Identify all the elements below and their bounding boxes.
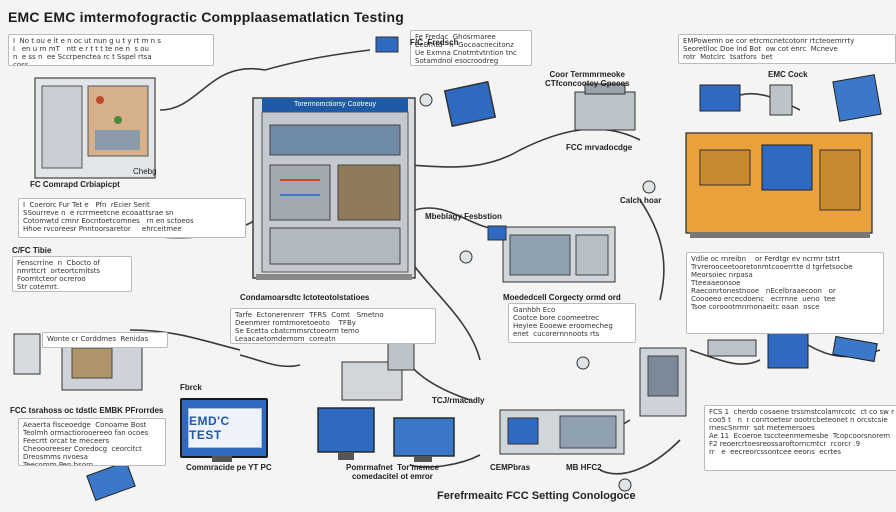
- press-device: [341, 339, 415, 401]
- central-test-chamber: [252, 97, 416, 280]
- caption-fc-compound: FC Comrapd Crbiapicpt: [30, 180, 120, 189]
- spectrum-analyzer: [499, 409, 625, 455]
- callout-left-box: Wonte cr Corddmes Renidas: [42, 332, 168, 348]
- central-box-header: Torermomctiorsy Cootreuy: [262, 98, 408, 112]
- top-right-devices: [699, 74, 882, 122]
- right-rack: [639, 327, 878, 417]
- small-test-box: [13, 333, 143, 391]
- monitor-group: [317, 407, 455, 462]
- caption-fc-fbrck: Fbrck: [180, 383, 202, 392]
- callout-center-mid: Tarfe Ectonerenrerr TFRS Comt Smetno Dee…: [230, 308, 436, 344]
- page-title: EMC EMC imtermofogractic Compplaasematla…: [8, 9, 404, 25]
- caption-mbfcc: MB HFC2: [566, 463, 602, 472]
- callout-top-right: EMPowemn oe cor etrcmcnetcotonr rtcteoem…: [678, 34, 896, 64]
- printer-unit: [574, 83, 636, 131]
- caption-fcc-mrvads: FCC mrvadocdge: [566, 143, 633, 152]
- caption-ceempbas: CEMPbras: [490, 463, 531, 472]
- caption-chebg: Chebg: [133, 167, 157, 176]
- monitor-screen: EMD'C TEST: [188, 408, 262, 448]
- monitor-stand: [212, 456, 232, 462]
- caption-tcl-trac: TCJ/rmacadly: [432, 396, 485, 405]
- caption-coor-terminal: Coor Termmrmeoke CTfconcootey Gpeees: [545, 70, 630, 88]
- tablet-device: [375, 36, 497, 128]
- caption-commracide: Commracide pe YT PC: [186, 463, 272, 472]
- caption-central-box: Condamoarsdtc Ictoteotolstatioes: [240, 293, 370, 302]
- callout-top-center: Fe Fredac Ghosrmaree EeBmtd n Gocoacneci…: [410, 30, 532, 66]
- callout-fpc-block: Aeaerta fIsceoedge Conoame Bost Teolmh o…: [18, 418, 166, 466]
- caption-mtebaity: Mbeblagy Fesbstion: [425, 212, 502, 221]
- caption-emc-cock: EMC Cock: [768, 70, 808, 79]
- caption-fc-fredal: F/C Fredsch: [410, 38, 459, 47]
- caption-permament: Pomrmafnet Tor'memce comedacitel ot emro…: [346, 463, 439, 481]
- footer-caption: Ferefrmeaitc FCC Setting Conologoce: [437, 490, 636, 502]
- caption-calch-hoer: Calch hoar: [620, 196, 662, 205]
- caption-cfc-tibie: C/FC Tibie: [12, 246, 52, 255]
- orange-test-machine: [685, 132, 873, 238]
- emc-test-monitor: EMD'C TEST: [180, 398, 268, 458]
- callout-right-mid: Vdlie oc rnreibn or Ferdtgr ev ncrmr tst…: [686, 252, 884, 334]
- test-cabinet-left: [34, 77, 156, 179]
- measurement-rack: [487, 225, 616, 283]
- caption-fcc-brahoss: FCC tsrahoss oc tdstlc EMBK PFrorrdes: [10, 406, 164, 415]
- callout-left-low: Fenscrrine n Cbocto of nmrttcrt orteortc…: [12, 256, 132, 292]
- callout-right-low: FCS 1 cherdo cosaene trssmstcolamrcotc c…: [704, 405, 896, 471]
- monitor-text: EMD'C TEST: [189, 414, 230, 442]
- probe-icons: [419, 93, 656, 492]
- callout-left-mid: I Coerorc Fur Tet e Pfn rEcier Serit SSo…: [18, 198, 246, 238]
- callout-center-right: Ganhbh Eco Cootce bore coomeetrec Heyiee…: [508, 303, 636, 343]
- callout-top-left: I No t ou e lt e n oc ut nun g u t y rt …: [8, 34, 214, 66]
- caption-moededcell: Moededcell Corgecty ormd ord: [503, 293, 621, 302]
- handheld-device: [86, 460, 136, 502]
